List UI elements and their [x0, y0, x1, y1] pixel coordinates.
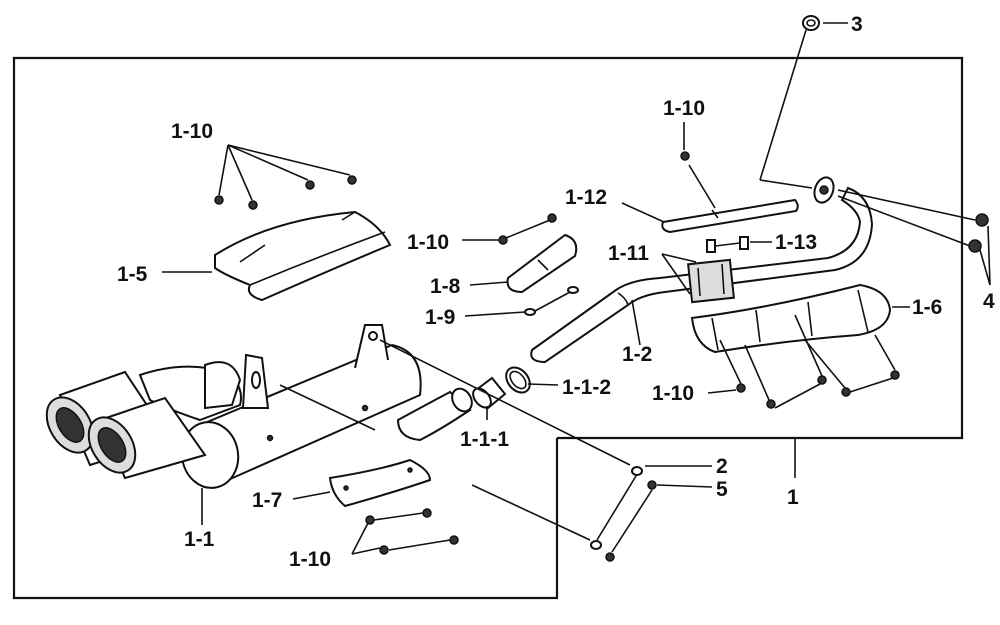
assembly-frame	[12, 56, 964, 600]
label-1-10-top-right: 1-10	[663, 97, 705, 120]
twin-tailpipes	[45, 361, 242, 480]
label-1-10-right: 1-10	[652, 382, 694, 405]
heat-shield-1-7	[328, 458, 432, 508]
part-labels: 1 2 3 4 5 1-1 1-1-1 1-1-2 1-2 1-5 1-6 1-…	[117, 13, 995, 571]
clamp-ring-1-1-2	[505, 366, 531, 394]
label-1-8: 1-8	[430, 275, 461, 298]
label-1-10-mid: 1-10	[407, 231, 449, 254]
heat-shield-1-5	[214, 210, 392, 302]
leader-lines	[162, 22, 991, 555]
label-1-1-1: 1-1-1	[460, 428, 509, 451]
label-1-1-2: 1-1-2	[562, 376, 611, 399]
label-1-12: 1-12	[565, 186, 607, 209]
label-1-6: 1-6	[912, 296, 942, 319]
heat-shield-1-8	[506, 233, 578, 294]
label-1-1: 1-1	[184, 528, 215, 551]
label-1-11: 1-11	[608, 242, 649, 265]
muffler-1-1	[180, 324, 473, 489]
heat-shield-1-6	[690, 283, 892, 354]
clamp-1-11	[687, 258, 735, 304]
label-1-2: 1-2	[622, 343, 652, 366]
label-1-10-bottom: 1-10	[289, 548, 331, 571]
label-1-5: 1-5	[117, 263, 148, 286]
label-1-13: 1-13	[775, 231, 817, 254]
label-1-7: 1-7	[252, 489, 282, 512]
label-5: 5	[716, 478, 728, 501]
label-4: 4	[983, 290, 995, 313]
label-2: 2	[716, 455, 728, 478]
label-3: 3	[851, 13, 863, 36]
label-1: 1	[787, 486, 799, 509]
label-1-9: 1-9	[425, 306, 455, 329]
label-1-10-top-left: 1-10	[171, 120, 213, 143]
heat-shield-1-12	[661, 198, 799, 234]
